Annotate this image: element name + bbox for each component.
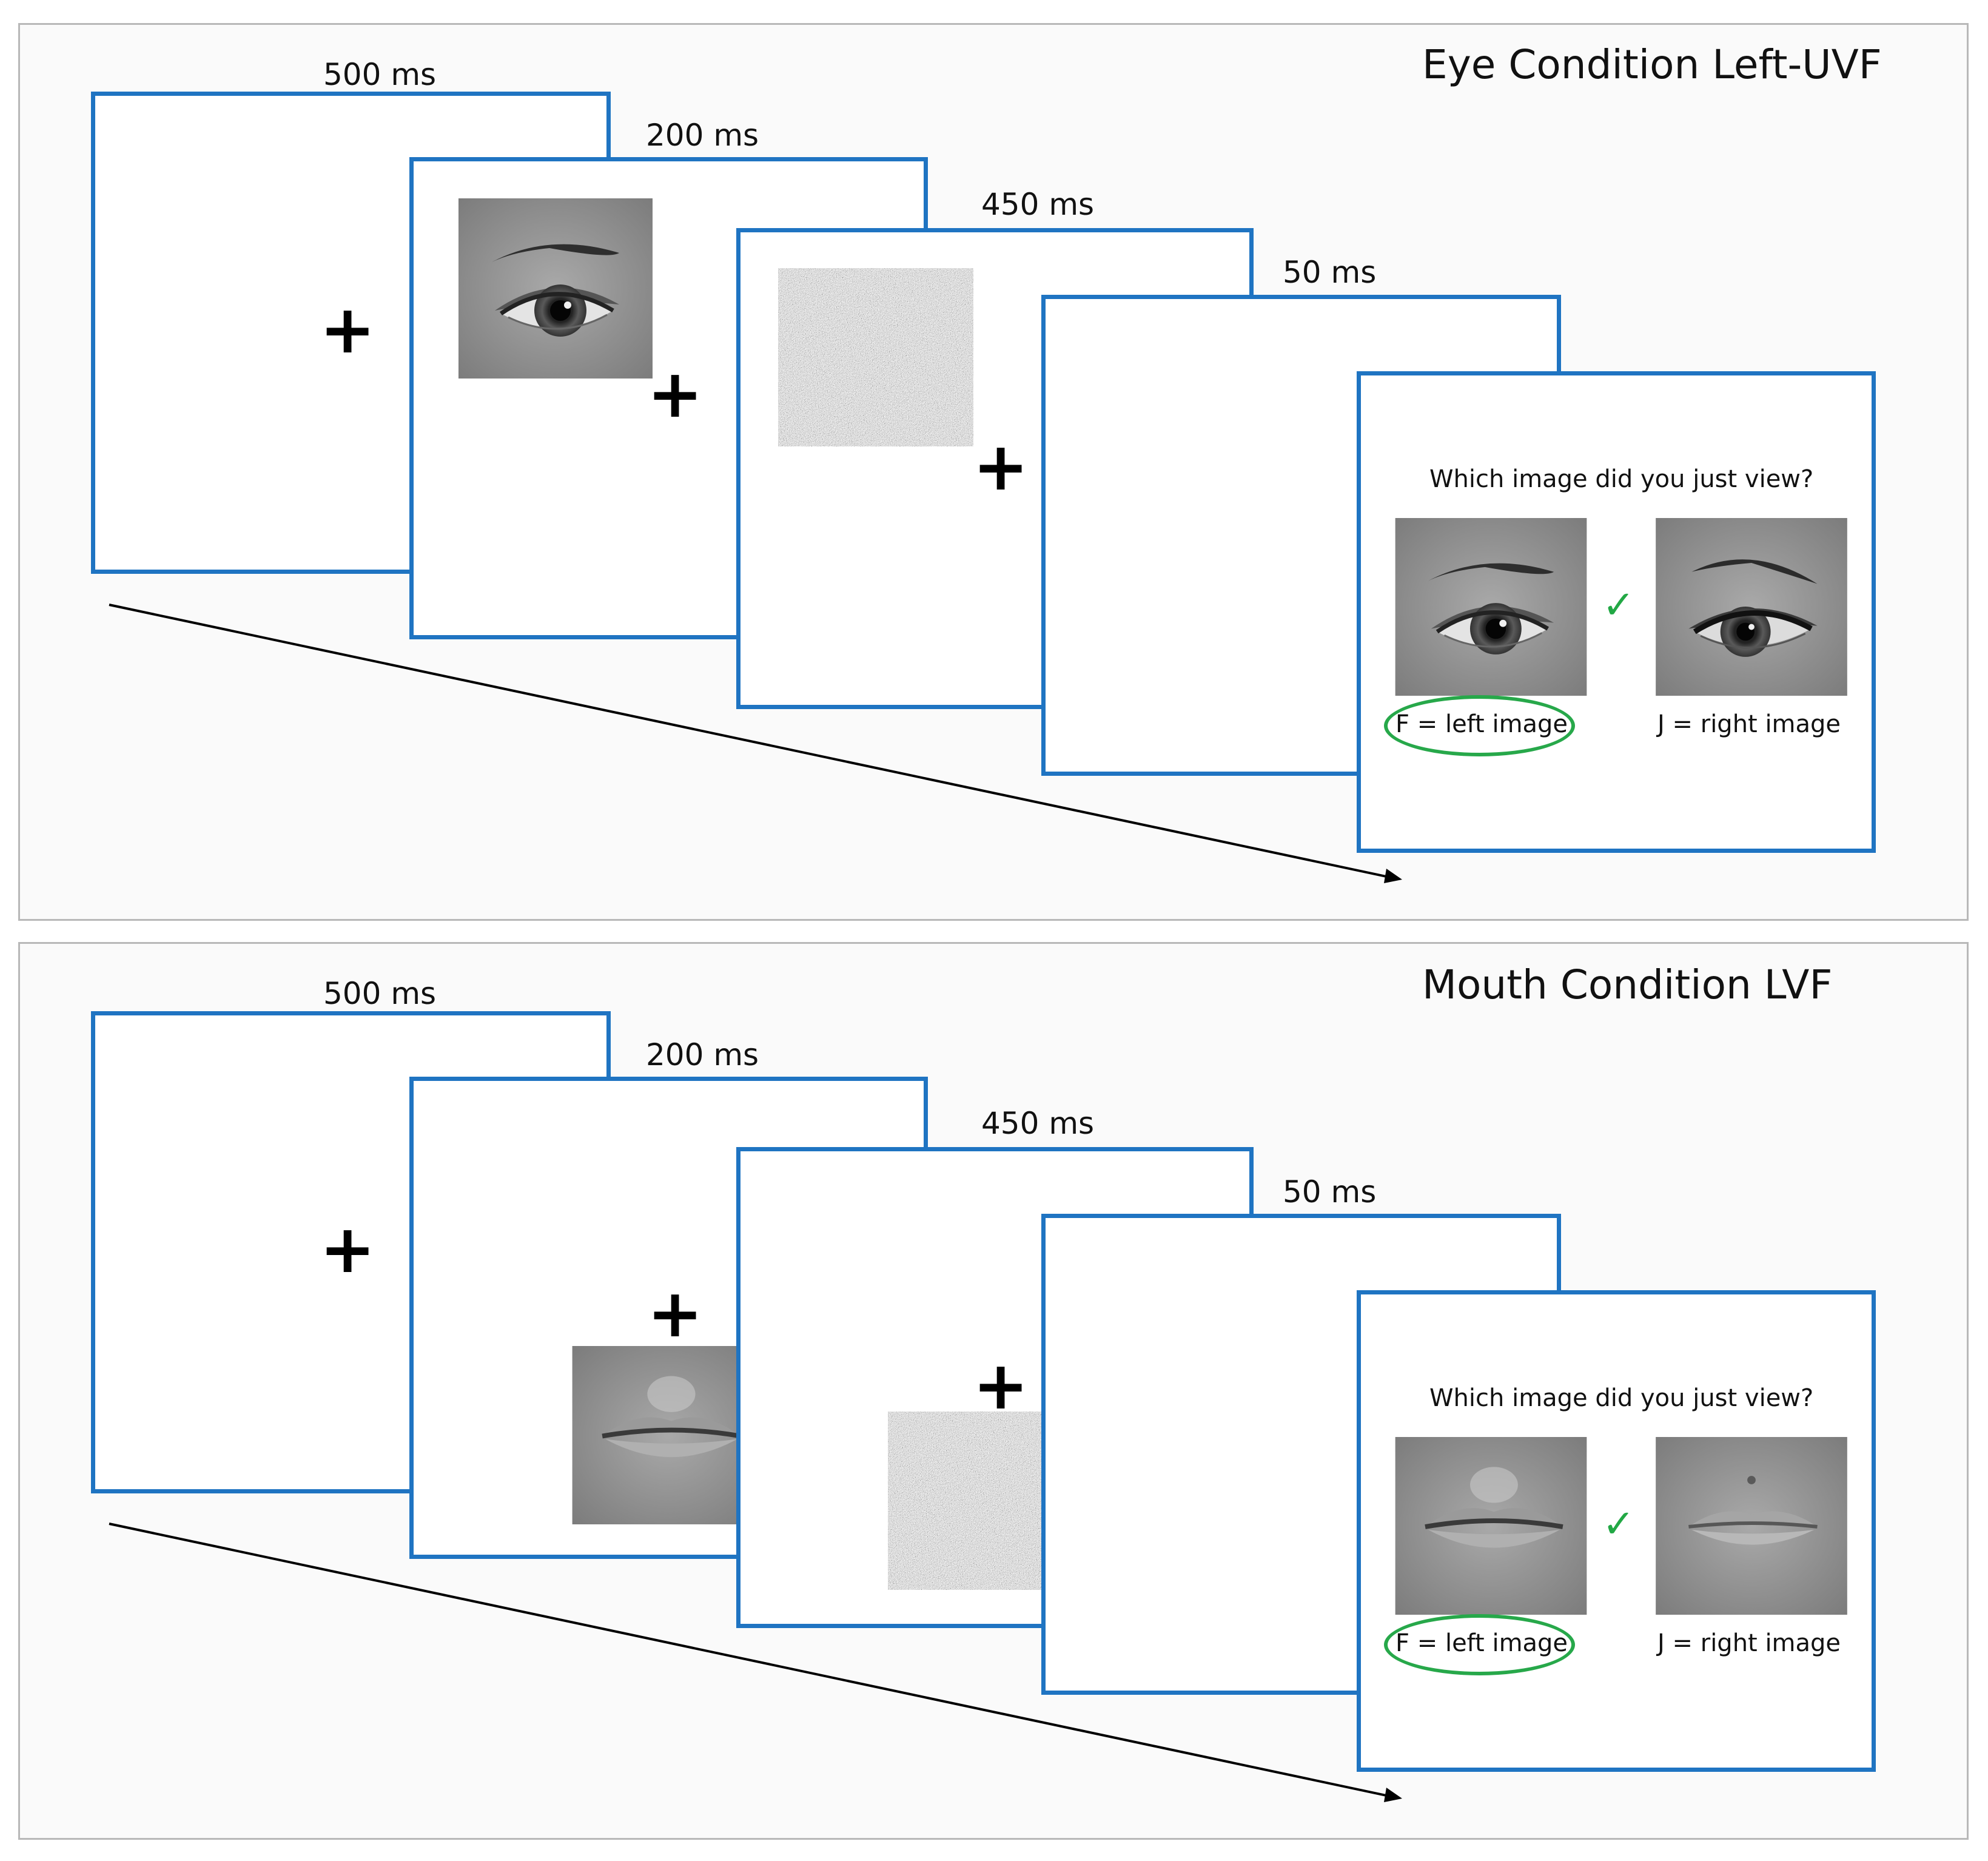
panel-title: Mouth Condition LVF [1422,961,1833,1008]
selected-response-oval [1384,1614,1575,1675]
noise-mask-image [778,268,973,446]
duration-label: 200 ms [646,1037,759,1072]
duration-label: 50 ms [1283,1174,1377,1210]
duration-label: 200 ms [646,118,759,153]
eye-stimulus-image [458,198,653,379]
mouth-stimulus-image [571,1346,765,1524]
fixation-cross: + [320,1210,376,1288]
left-choice-mouth-image[interactable] [1394,1437,1588,1615]
duration-label: 50 ms [1283,255,1377,290]
correct-check-icon: ✓ [1602,583,1635,628]
response-frame: Which image did you just view? ✓ F = lef… [1357,1290,1876,1772]
fixation-cross: + [647,355,704,432]
fixation-cross: + [973,428,1029,505]
right-choice-eye-image[interactable] [1654,518,1849,696]
left-choice-eye-image[interactable] [1394,518,1588,696]
fixation-cross: + [973,1347,1029,1424]
correct-check-icon: ✓ [1602,1502,1635,1547]
right-key-label: J = right image [1657,710,1841,738]
duration-label: 450 ms [981,187,1095,222]
fixation-cross: + [647,1274,704,1352]
response-question: Which image did you just view? [1429,465,1814,493]
duration-label: 450 ms [981,1106,1095,1141]
left-key-label: F = left image [1395,1629,1568,1657]
selected-response-oval [1384,695,1575,756]
panel-title: Eye Condition Left-UVF [1422,41,1882,88]
left-key-label: F = left image [1395,710,1568,738]
right-key-label: J = right image [1657,1629,1841,1657]
right-choice-mouth-image[interactable] [1654,1437,1849,1615]
fixation-cross: + [320,291,376,368]
response-question: Which image did you just view? [1429,1384,1814,1412]
duration-label: 500 ms [323,57,437,92]
duration-label: 500 ms [323,976,437,1011]
response-frame: Which image did you just view? ✓ F [1357,371,1876,853]
